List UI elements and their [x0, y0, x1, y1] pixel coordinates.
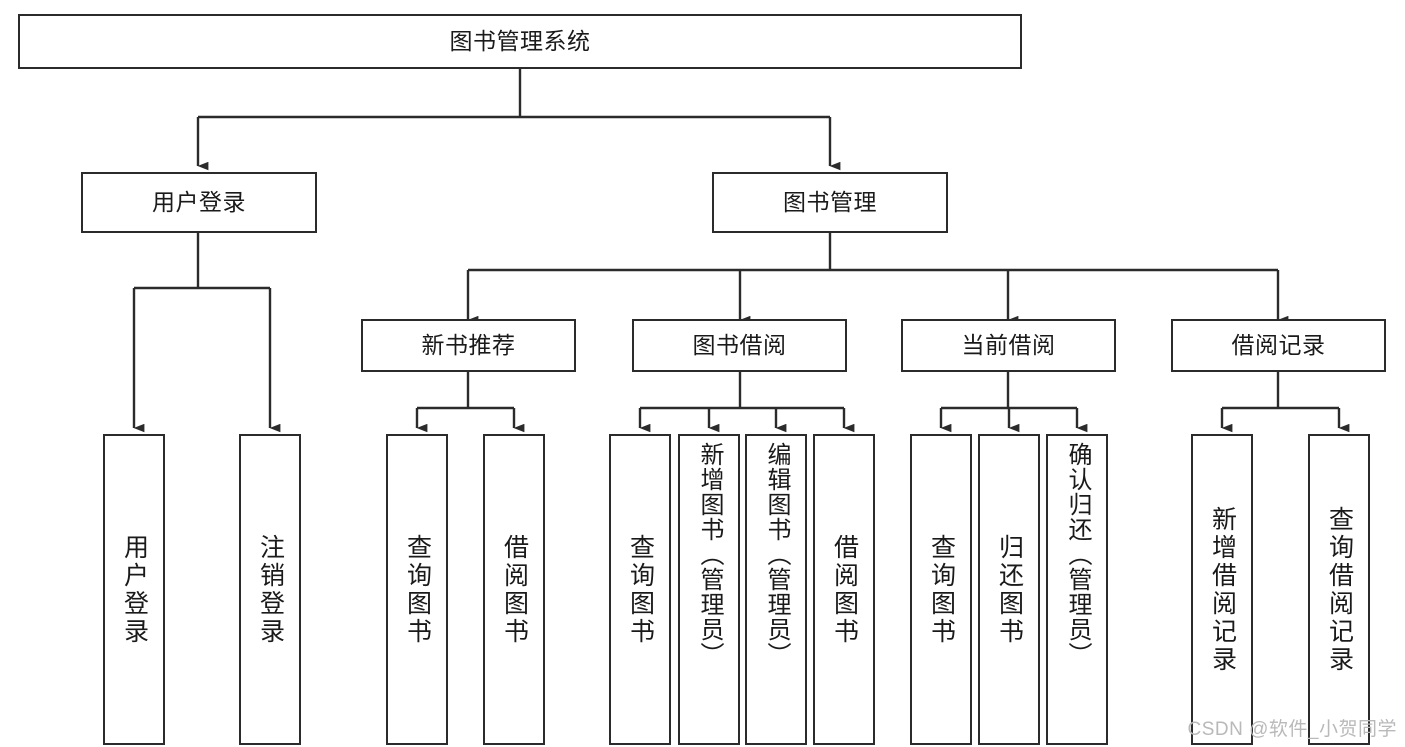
leaf-confirm-return-admin[interactable]: 确认归还（管理员）: [1046, 434, 1108, 745]
leaf-new-book-query[interactable]: 查询图书: [386, 434, 448, 745]
node-label: 新增图书（管理员）: [696, 442, 723, 667]
node-root-system[interactable]: 图书管理系统: [18, 14, 1022, 69]
node-new-book-recommend[interactable]: 新书推荐: [361, 319, 576, 372]
leaf-current-query-book[interactable]: 查询图书: [910, 434, 972, 745]
node-label: 图书借阅: [692, 331, 787, 358]
node-label: 新增借阅记录: [1208, 505, 1237, 674]
node-label: 用户登录: [152, 188, 246, 215]
node-label: 新书推荐: [421, 331, 516, 358]
node-user-login[interactable]: 用户登录: [81, 172, 317, 233]
node-label: 查询图书: [927, 533, 956, 646]
node-label: 当前借阅: [961, 331, 1056, 358]
node-label: 图书管理: [783, 188, 877, 215]
node-label: 图书管理系统: [449, 27, 591, 54]
leaf-new-book-borrow[interactable]: 借阅图书: [483, 434, 545, 745]
node-label: 查询图书: [626, 533, 655, 646]
node-book-borrow[interactable]: 图书借阅: [632, 319, 847, 372]
leaf-return-book[interactable]: 归还图书: [978, 434, 1040, 745]
node-label: 借阅记录: [1231, 331, 1326, 358]
node-label: 借阅图书: [830, 533, 859, 646]
node-label: 查询图书: [403, 533, 432, 646]
node-current-borrow[interactable]: 当前借阅: [901, 319, 1116, 372]
leaf-add-book-admin[interactable]: 新增图书（管理员）: [678, 434, 740, 745]
node-borrow-record[interactable]: 借阅记录: [1171, 319, 1386, 372]
leaf-borrow-book[interactable]: 借阅图书: [813, 434, 875, 745]
node-label: 注销登录: [256, 533, 285, 646]
node-label: 归还图书: [995, 533, 1024, 646]
node-label: 用户登录: [120, 533, 149, 646]
node-label: 查询借阅记录: [1325, 505, 1354, 674]
leaf-query-borrow-record[interactable]: 查询借阅记录: [1308, 434, 1370, 745]
node-label: 确认归还（管理员）: [1064, 442, 1091, 667]
node-label: 编辑图书（管理员）: [763, 442, 790, 667]
leaf-user-login[interactable]: 用户登录: [103, 434, 165, 745]
leaf-borrow-query-book[interactable]: 查询图书: [609, 434, 671, 745]
leaf-logout[interactable]: 注销登录: [239, 434, 301, 745]
node-book-management[interactable]: 图书管理: [712, 172, 948, 233]
leaf-add-borrow-record[interactable]: 新增借阅记录: [1191, 434, 1253, 745]
node-label: 借阅图书: [500, 533, 529, 646]
leaf-edit-book-admin[interactable]: 编辑图书（管理员）: [745, 434, 807, 745]
